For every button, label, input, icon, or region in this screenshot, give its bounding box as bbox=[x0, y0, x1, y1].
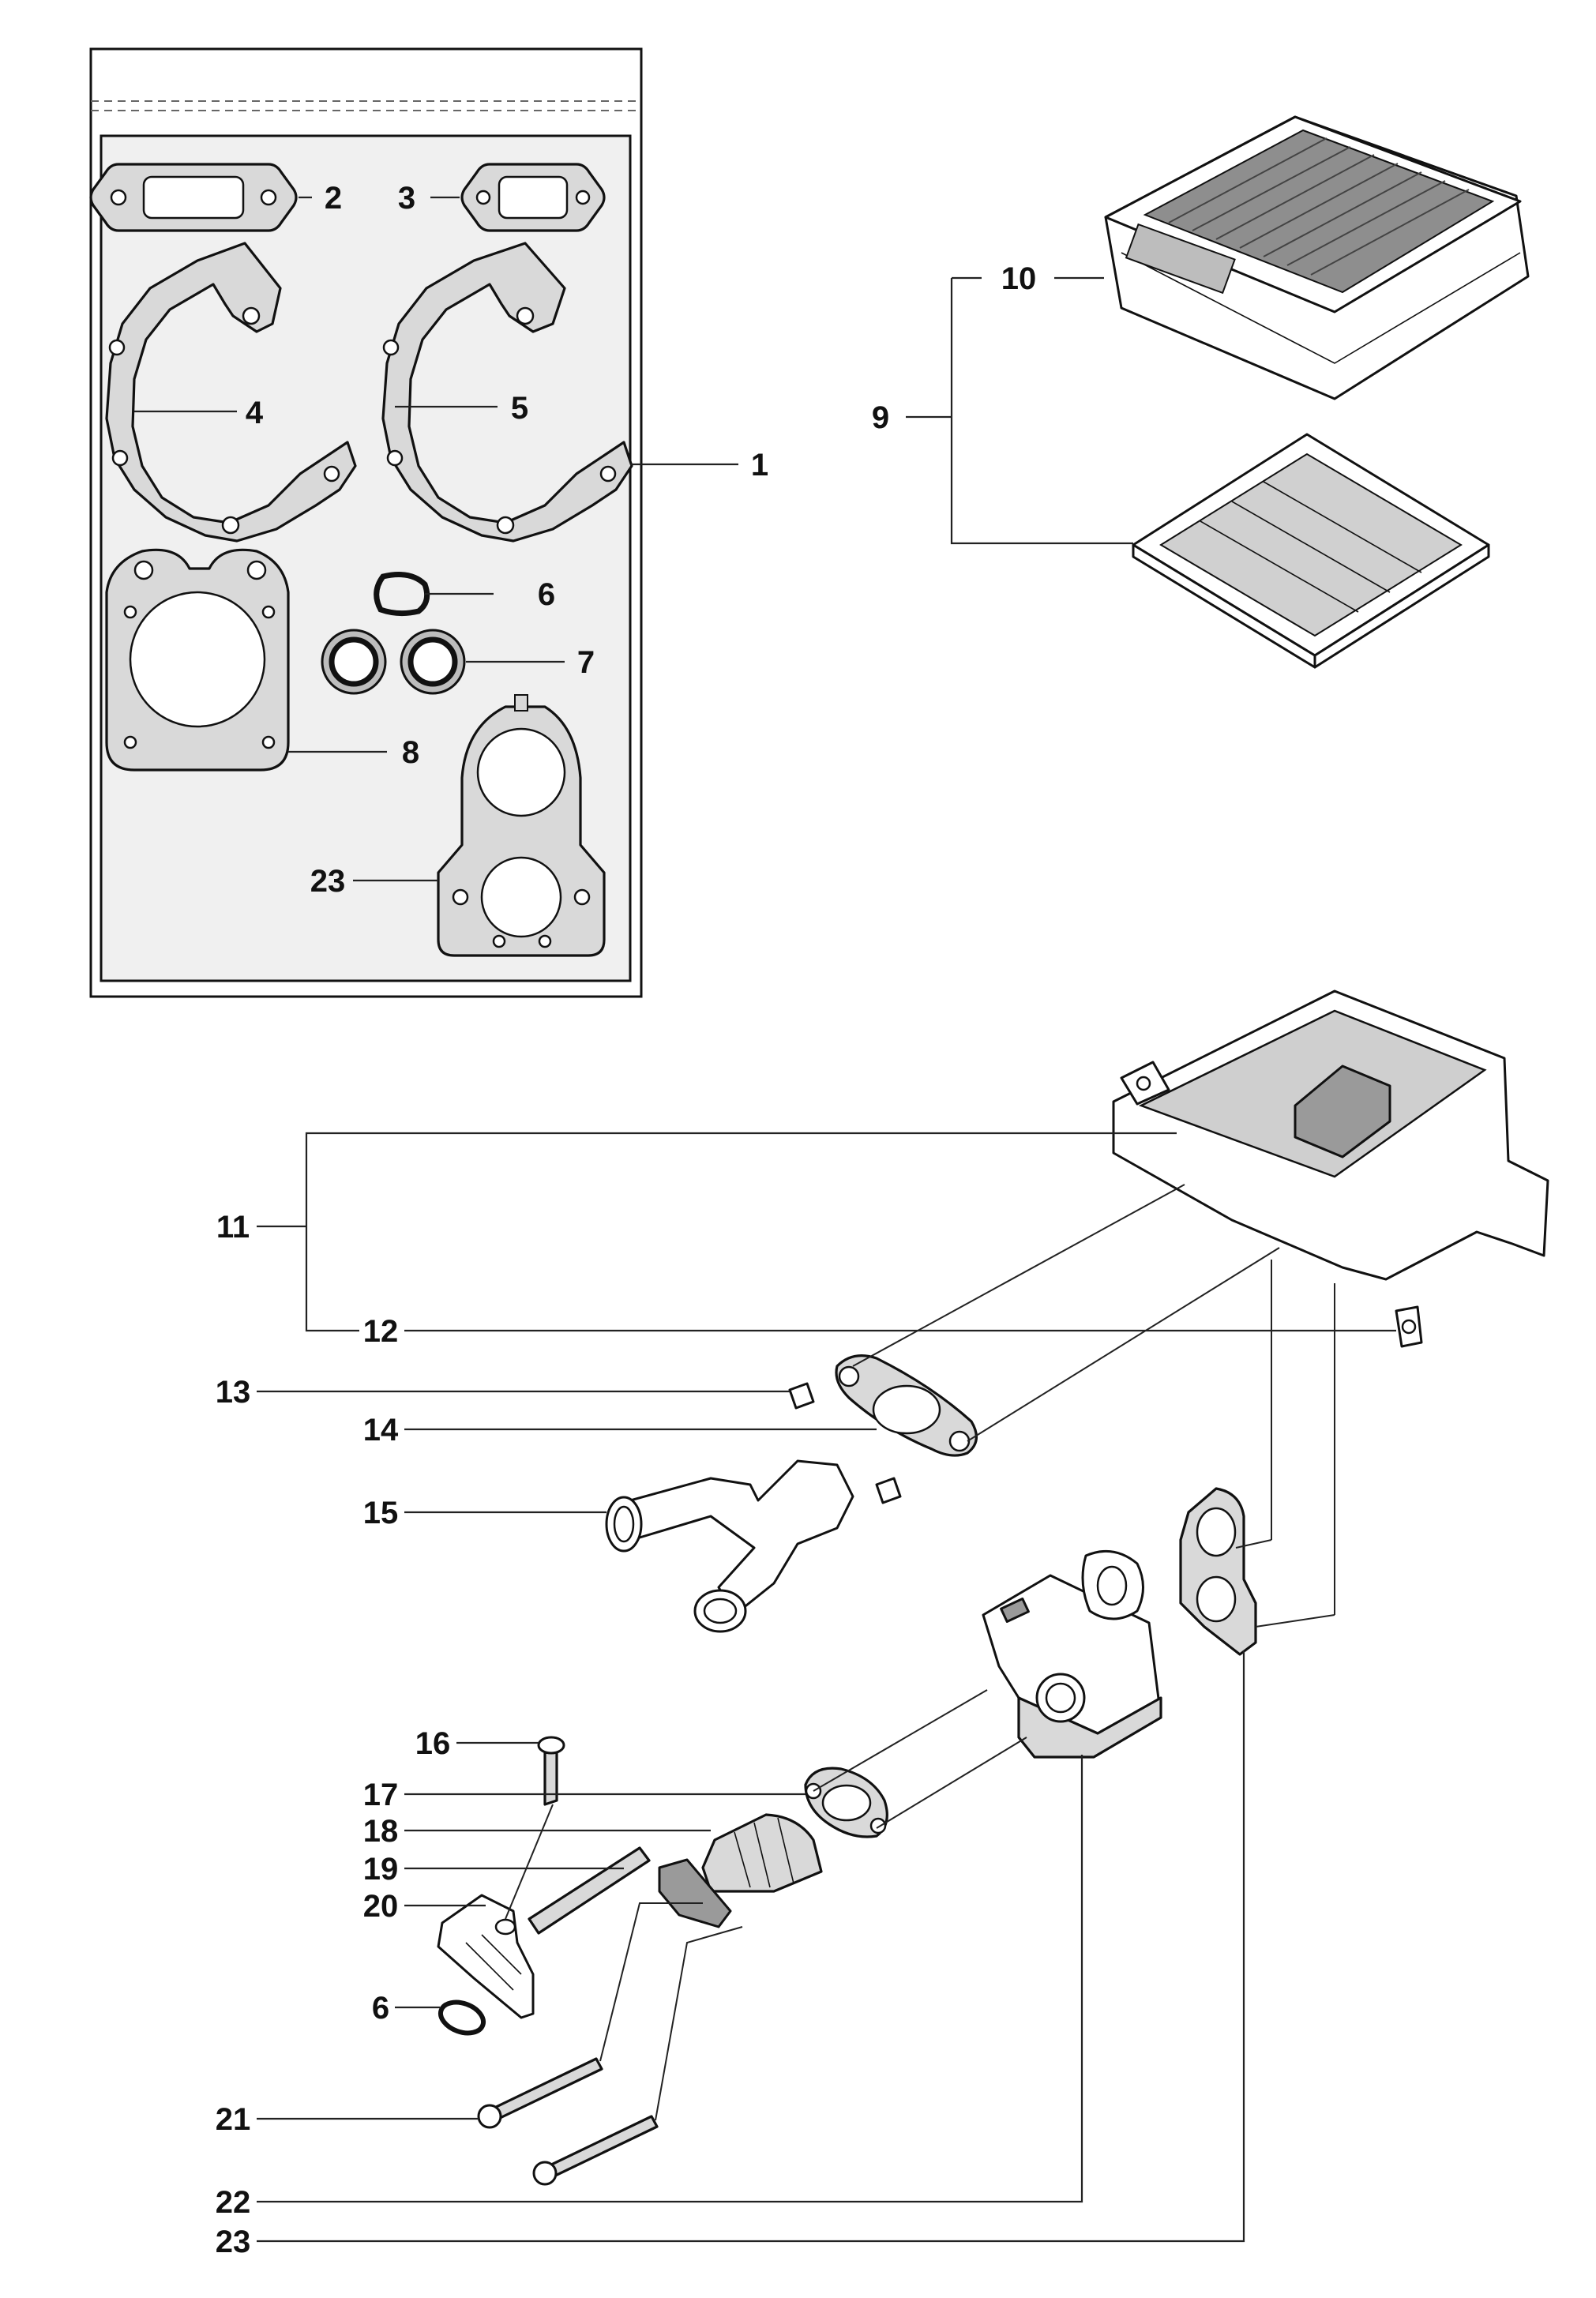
exhaust-gasket-3[interactable] bbox=[460, 163, 606, 232]
callout-6: 6 bbox=[538, 577, 555, 612]
callout-18: 18 bbox=[363, 1814, 399, 1849]
screw-16[interactable] bbox=[537, 1736, 565, 1806]
callout-6-lower: 6 bbox=[372, 1991, 389, 2026]
air-filter-element[interactable] bbox=[1132, 433, 1490, 669]
bracket-20[interactable] bbox=[437, 1894, 535, 2019]
callout-17: 17 bbox=[363, 1778, 399, 1812]
callout-22: 22 bbox=[216, 2185, 251, 2220]
callout-2: 2 bbox=[325, 181, 342, 216]
shaft-seals-7[interactable] bbox=[321, 629, 466, 695]
leader-lines bbox=[134, 196, 1396, 2243]
carburetor[interactable] bbox=[982, 1549, 1162, 1759]
o-ring-6-lower[interactable] bbox=[437, 1997, 488, 2039]
callout-3: 3 bbox=[398, 181, 415, 216]
callout-23: 23 bbox=[216, 2225, 251, 2259]
callout-labels: 1 2 3 4 5 6 7 8 23 9 10 11 12 13 14 15 1… bbox=[216, 181, 1037, 2259]
flange-17[interactable] bbox=[804, 1767, 888, 1838]
exhaust-gasket-2[interactable] bbox=[89, 163, 298, 232]
cylinder-gasket-8[interactable] bbox=[105, 548, 290, 772]
pin-19[interactable] bbox=[528, 1846, 651, 1935]
callout-7: 7 bbox=[577, 645, 595, 680]
crankcase-gasket-5[interactable] bbox=[381, 242, 633, 543]
callout-13: 13 bbox=[216, 1375, 251, 1410]
o-ring-6[interactable] bbox=[374, 572, 430, 617]
screws-13[interactable] bbox=[788, 1382, 902, 1504]
callout-20: 20 bbox=[363, 1889, 399, 1924]
callout-1: 1 bbox=[751, 448, 768, 483]
long-screws-21[interactable] bbox=[477, 2057, 659, 2186]
air-filter-cover-10[interactable] bbox=[1104, 115, 1530, 400]
callout-19: 19 bbox=[363, 1852, 399, 1887]
square-nut-12[interactable] bbox=[1395, 1305, 1423, 1348]
callout-9: 9 bbox=[872, 400, 889, 435]
callout-10: 10 bbox=[1001, 261, 1037, 296]
callout-21: 21 bbox=[216, 2102, 251, 2137]
callout-23-kit: 23 bbox=[310, 864, 346, 899]
carburetor-gasket-23-lower[interactable] bbox=[1179, 1487, 1257, 1656]
callout-15: 15 bbox=[363, 1496, 399, 1530]
callout-5: 5 bbox=[511, 391, 528, 426]
crankcase-gasket-4[interactable] bbox=[105, 242, 357, 543]
callout-12: 12 bbox=[363, 1314, 399, 1349]
callout-4: 4 bbox=[246, 396, 264, 430]
callout-14: 14 bbox=[363, 1413, 399, 1448]
flange-14[interactable] bbox=[835, 1354, 978, 1457]
carburetor-gasket-23[interactable] bbox=[437, 694, 606, 957]
intake-manifold-15[interactable] bbox=[605, 1459, 854, 1633]
callout-8: 8 bbox=[402, 735, 419, 770]
air-filter-housing-11[interactable] bbox=[1112, 989, 1549, 1281]
callout-11: 11 bbox=[216, 1210, 250, 1245]
intake-bellows-18[interactable] bbox=[658, 1813, 823, 1928]
callout-16: 16 bbox=[415, 1726, 451, 1761]
